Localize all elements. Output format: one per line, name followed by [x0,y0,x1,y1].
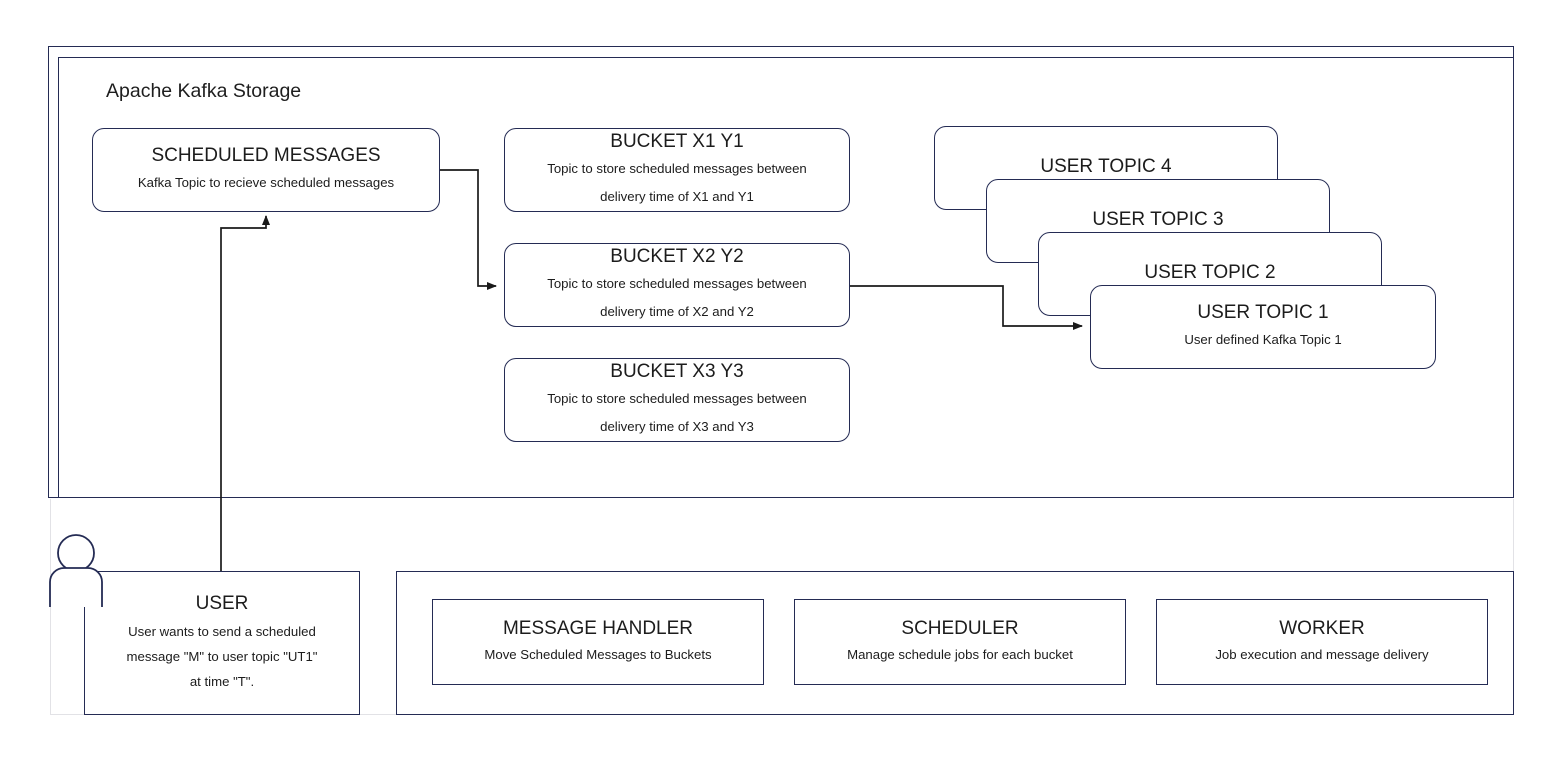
node-subtitle-line1: Topic to store scheduled messages betwee… [547,161,807,177]
node-title: SCHEDULED MESSAGES [151,145,381,167]
user-actor-icon [49,534,103,607]
node-title: USER TOPIC 3 [1092,209,1224,231]
node-user[interactable]: USER User wants to send a scheduled mess… [84,571,360,715]
node-title: SCHEDULER [901,618,1019,640]
node-title: USER TOPIC 4 [1040,156,1172,178]
node-bucket-x3-y3[interactable]: BUCKET X3 Y3 Topic to store scheduled me… [504,358,850,442]
node-subtitle: User defined Kafka Topic 1 [1184,332,1342,347]
node-title: BUCKET X3 Y3 [610,361,744,383]
node-title: USER [195,593,249,615]
node-subtitle-line2: delivery time of X3 and Y3 [600,418,754,434]
node-subtitle: Move Scheduled Messages to Buckets [484,646,712,662]
node-message-handler[interactable]: MESSAGE HANDLER Move Scheduled Messages … [432,599,764,685]
node-bucket-x1-y1[interactable]: BUCKET X1 Y1 Topic to store scheduled me… [504,128,850,212]
node-worker[interactable]: WORKER Job execution and message deliver… [1156,599,1488,685]
node-scheduler[interactable]: SCHEDULER Manage schedule jobs for each … [794,599,1126,685]
node-bucket-x2-y2[interactable]: BUCKET X2 Y2 Topic to store scheduled me… [504,243,850,327]
node-subtitle-line2: delivery time of X2 and Y2 [600,303,754,319]
node-subtitle-line3: at time "T". [189,673,255,689]
node-subtitle: Job execution and message delivery [1215,646,1429,662]
node-subtitle-line1: User wants to send a scheduled [128,623,316,639]
node-title: WORKER [1279,618,1365,640]
node-subtitle: Manage schedule jobs for each bucket [847,646,1073,662]
kafka-storage-title: Apache Kafka Storage [106,80,302,102]
node-title: USER TOPIC 1 [1197,302,1329,324]
node-subtitle: Kafka Topic to recieve scheduled message… [137,175,395,190]
node-subtitle-line2: delivery time of X1 and Y1 [600,188,754,204]
node-title: BUCKET X2 Y2 [610,246,744,268]
node-subtitle-line1: Topic to store scheduled messages betwee… [547,276,807,292]
node-title: USER TOPIC 2 [1144,262,1276,284]
node-user-topic-1[interactable]: USER TOPIC 1 User defined Kafka Topic 1 [1090,285,1436,369]
node-title: BUCKET X1 Y1 [610,131,744,153]
node-subtitle-line2: message "M" to user topic "UT1" [126,648,318,664]
node-subtitle-line1: Topic to store scheduled messages betwee… [547,391,807,407]
node-title: MESSAGE HANDLER [502,618,694,640]
node-scheduled-messages[interactable]: SCHEDULED MESSAGES Kafka Topic to reciev… [92,128,440,212]
